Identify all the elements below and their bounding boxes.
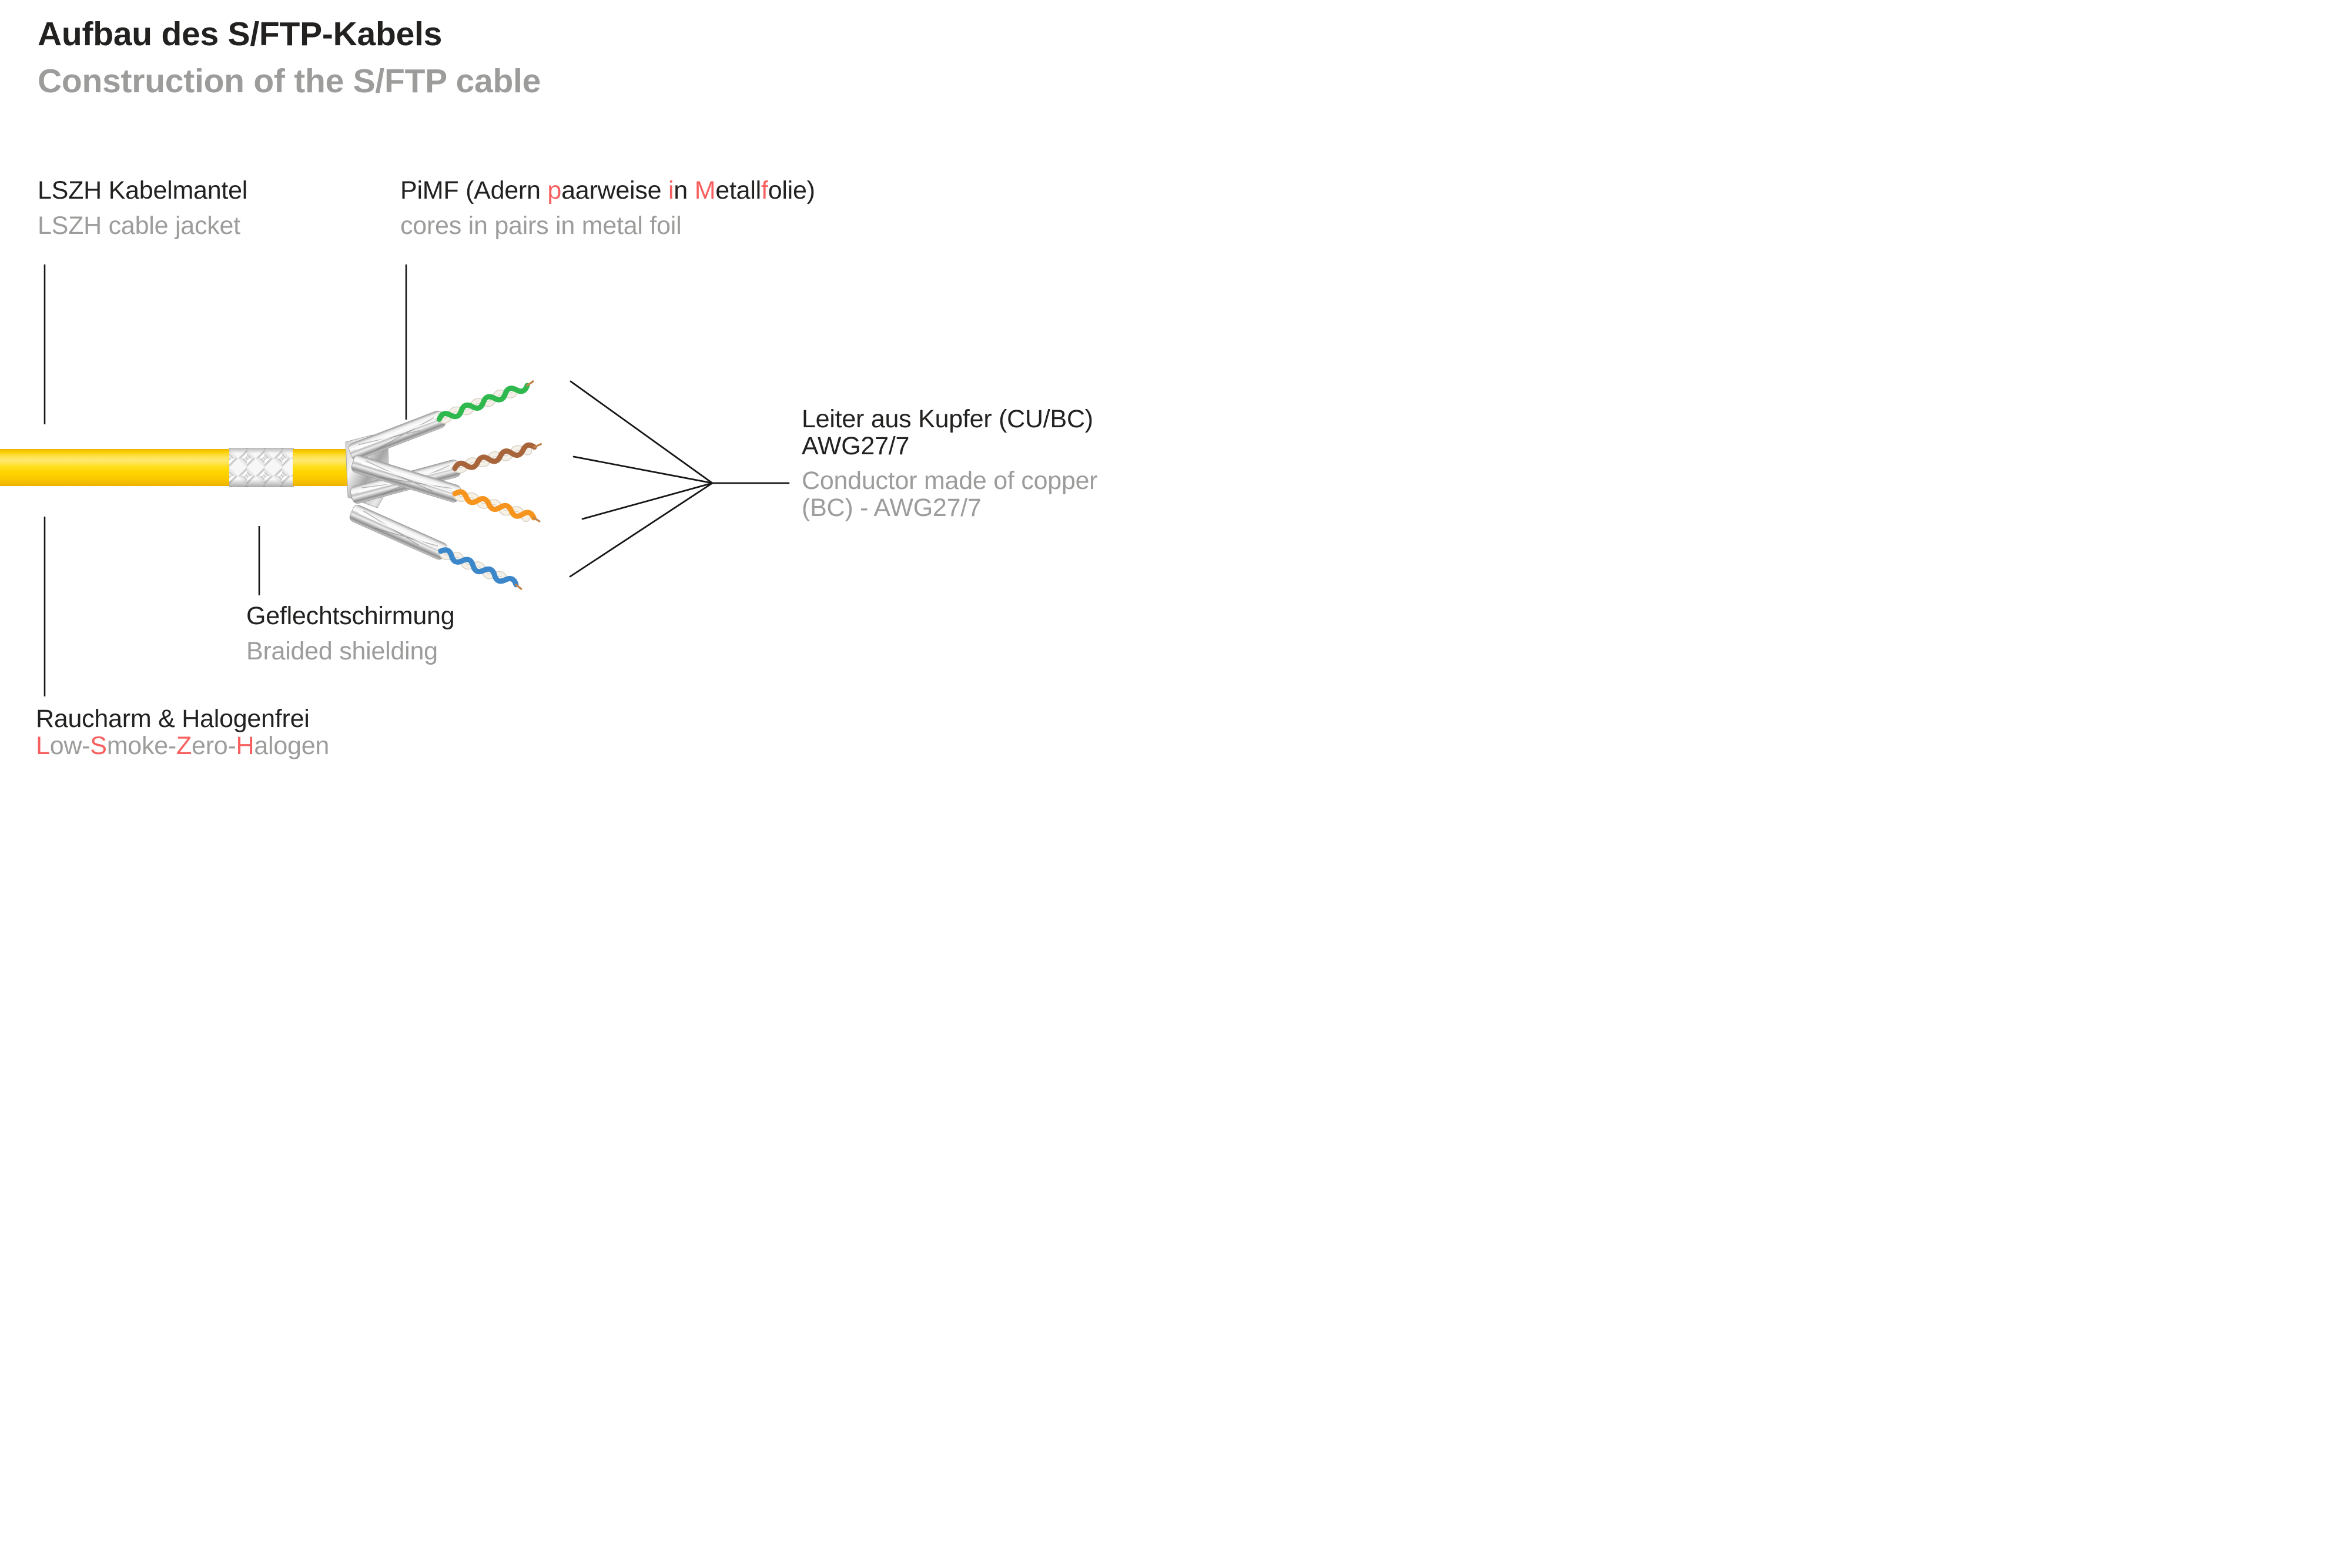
title-en: Construction of the S/FTP cable: [38, 62, 541, 100]
label-pimf: PiMF (Adern paarweise in Metallfolie) co…: [400, 173, 815, 243]
label-conductor-de-line1: Leiter aus Kupfer (CU/BC): [802, 405, 1093, 433]
label-pimf-en: cores in pairs in metal foil: [400, 212, 682, 240]
label-cable-jacket-de: LSZH Kabelmantel: [38, 176, 248, 205]
cable-body: [0, 434, 390, 508]
cable-jacket-left: [0, 449, 230, 486]
label-conductor: Leiter aus Kupfer (CU/BC) AWG27/7 Conduc…: [802, 405, 1098, 522]
pointer-lines: [43, 264, 407, 696]
cable-illustration: [0, 264, 790, 696]
label-low-smoke: Raucharm & Halogenfrei Low-Smoke-Zero-Ha…: [36, 705, 329, 759]
fan-lines: [569, 380, 790, 578]
copper-tip: [533, 517, 541, 522]
infographic-canvas: Aufbau des S/FTP-Kabels Construction of …: [0, 0, 1176, 784]
wire-pair-orange: [351, 455, 541, 522]
label-cable-jacket-en: LSZH cable jacket: [38, 212, 240, 240]
copper-tip: [533, 443, 542, 448]
label-conductor-en-line1: Conductor made of copper: [802, 467, 1098, 495]
label-low-smoke-en: Low-Smoke-Zero-Halogen: [36, 732, 330, 760]
cable-jacket-right: [293, 449, 349, 486]
page-heading: Aufbau des S/FTP-Kabels Construction of …: [38, 11, 541, 105]
label-pimf-de: PiMF (Adern paarweise in Metallfolie): [400, 176, 815, 205]
label-conductor-de-line2: AWG27/7: [802, 432, 910, 460]
label-low-smoke-de: Raucharm & Halogenfrei: [36, 705, 310, 733]
label-braid-de: Geflechtschirmung: [246, 602, 455, 630]
copper-tip: [515, 584, 523, 590]
braid-shield-segment: [229, 448, 294, 487]
wire-pair-green: [349, 380, 534, 461]
wire-pair-blue: [349, 505, 523, 590]
label-braid-shielding: Geflechtschirmung Braided shielding: [246, 598, 455, 669]
copper-tip: [526, 380, 534, 387]
title-de: Aufbau des S/FTP-Kabels: [38, 15, 443, 53]
label-cable-jacket: LSZH Kabelmantel LSZH cable jacket: [38, 173, 247, 243]
label-braid-en: Braided shielding: [246, 637, 438, 665]
label-conductor-en-line2: (BC) - AWG27/7: [802, 494, 982, 522]
